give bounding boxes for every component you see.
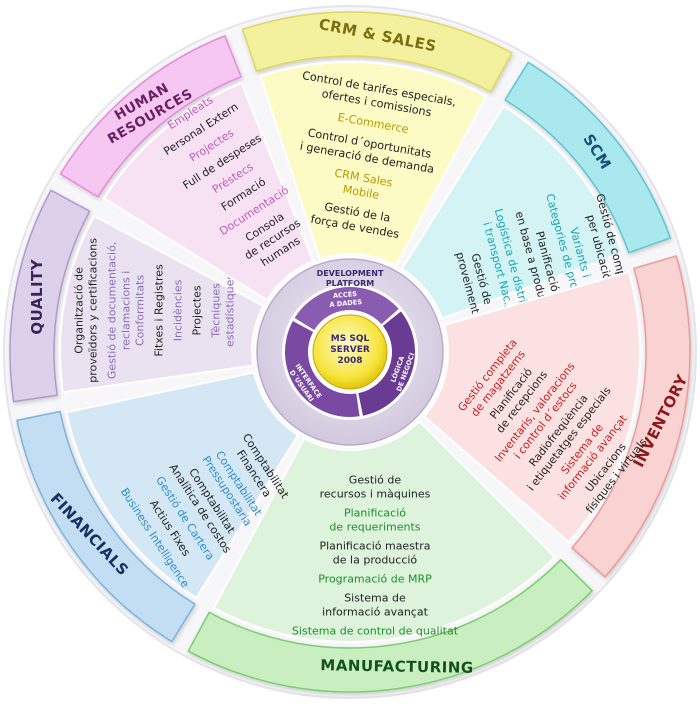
ms-sql-core[interactable] [312,314,388,390]
manufacturing-title-line: MANUFACTURING [320,656,474,677]
inventory-tab[interactable] [570,255,691,578]
manufacturing-panel [212,419,557,643]
financials-tab[interactable] [16,410,196,643]
quality-item-text: proveïdors y certificacions [86,238,99,383]
scm-tab[interactable] [504,61,672,254]
quality-item-text: Incidències [171,279,184,341]
quality-item-text: Fitxes i Registres [152,264,165,357]
inventory-panel [422,270,641,544]
manufacturing-item-text: Sistema de control de qualitat [292,624,459,637]
quality-title-line: QUALITY [28,258,46,334]
svg-text:A DADES: A DADES [329,298,363,309]
quality-title: QUALITY [28,258,46,334]
quality-item[interactable]: Fitxes i Registres [152,264,165,357]
quality-item-text: reclamacions i [119,271,132,350]
manufacturing-item-text: Planificació [344,506,406,519]
manufacturing-item-text: Sistema de [344,591,406,604]
hub-ring-acces[interactable] [294,287,399,331]
quality-item-text: Gestió de documentació, [105,242,118,379]
manufacturing-title: MANUFACTURING [320,656,474,677]
crm-panel [259,61,488,267]
ms-sql-core-label: MS SQL [331,334,370,344]
quality-item-text: Tècniques [209,283,222,339]
crm-item-text: Mobile [342,183,381,202]
development-platform-label: DEVELOPMENT [317,269,384,278]
manufacturing-item-text: de requeriments [329,520,420,533]
financials-panel [65,371,300,600]
development-platform-label: PLATFORM [326,279,374,288]
manufacturing-item-text: Planificació maestra [319,539,430,552]
outer-ring [3,5,697,699]
manufacturing-item[interactable]: Programació de MRP [318,572,432,585]
quality-item-text: estadístiques [223,274,236,347]
manufacturing-item-text: de la producció [333,553,418,566]
hub-ring-interface[interactable] [284,320,360,418]
quality-item-text: Organització de [72,267,85,354]
manufacturing-item-text: recursos i màquines [320,487,431,500]
hr-panel [102,81,315,302]
quality-item-text: Conformitats [133,275,146,346]
hr-tab[interactable] [59,34,243,198]
scm-panel [400,104,624,320]
manufacturing-item[interactable]: Sistema de control de qualitat [292,624,459,637]
ms-sql-core-label: SERVER [330,345,370,355]
crm-tab[interactable] [241,11,513,93]
manufacturing-tab[interactable] [187,558,594,693]
manufacturing-item-text: Gestió de [349,473,402,486]
quality-panel [59,214,265,394]
quality-item[interactable]: Projectes [190,285,203,335]
svg-text:ACCÉS: ACCÉS [333,289,358,300]
manufacturing-item-text: Programació de MRP [318,572,432,585]
ms-sql-core-label: 2008 [337,356,362,366]
manufacturing-item-text: informació avançat [322,605,428,618]
hub-ring-logica[interactable] [358,311,415,416]
quality-item-text: Projectes [190,285,203,335]
quality-item[interactable]: Incidències [171,279,184,341]
quality-tab[interactable] [9,189,91,403]
